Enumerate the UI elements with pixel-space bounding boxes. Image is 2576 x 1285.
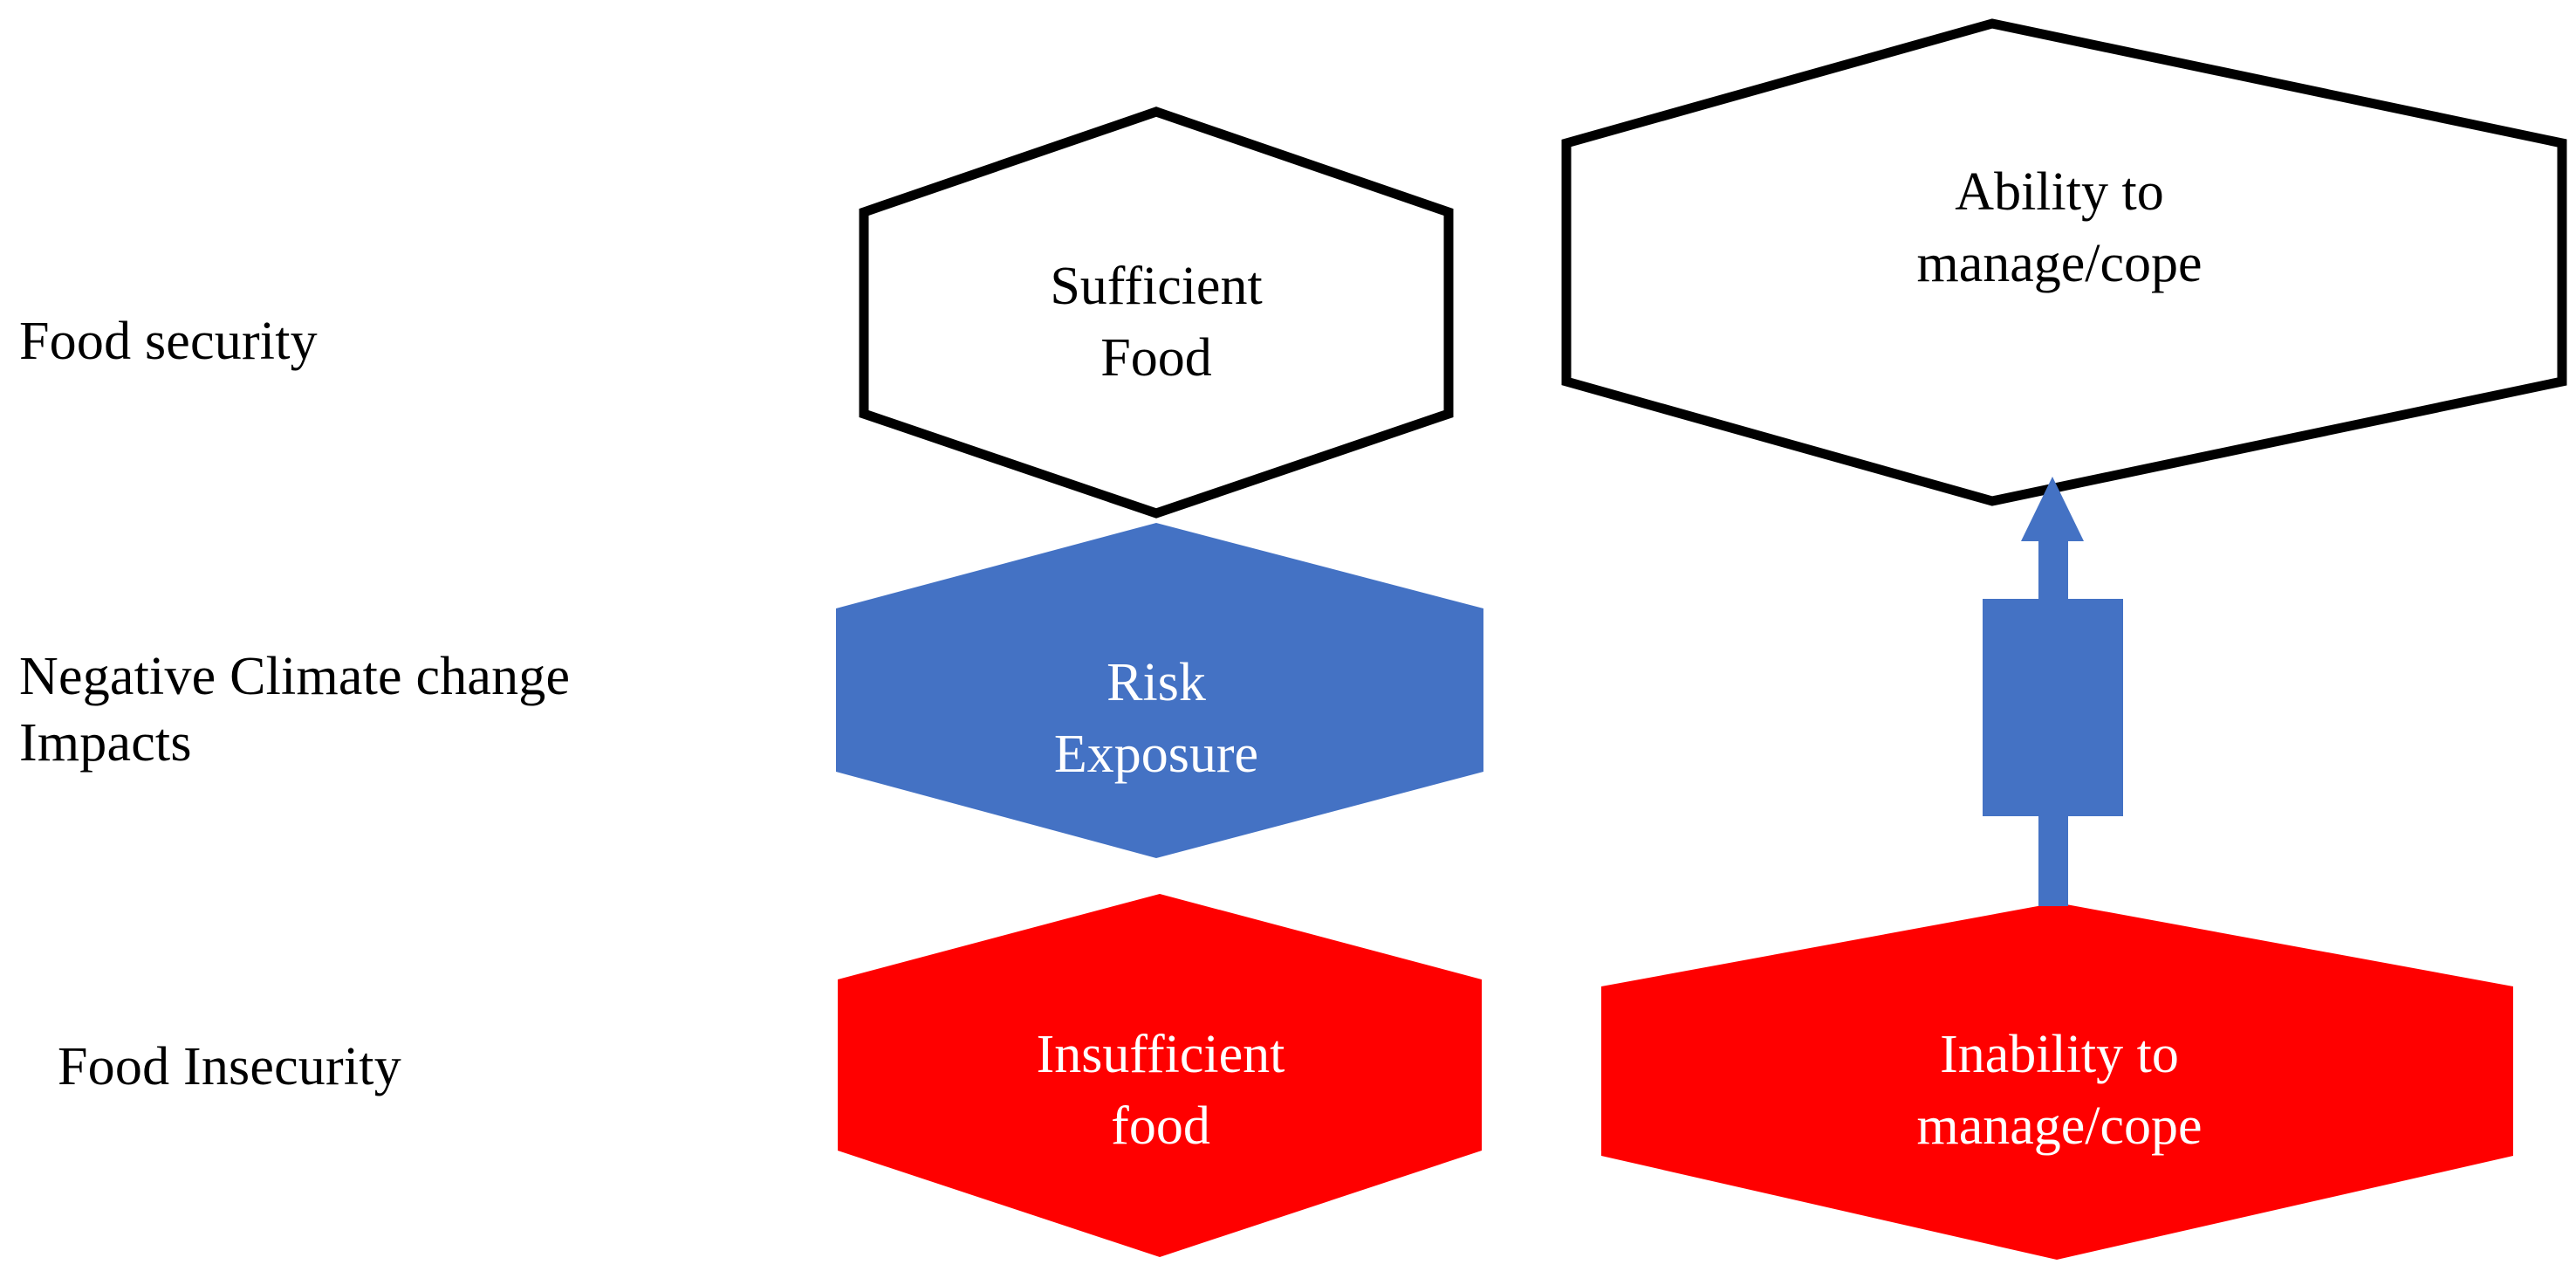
row-label-food-security: Food security xyxy=(19,312,318,371)
arrow-center-block xyxy=(1983,599,2123,816)
hexagon-ability-to-manage[interactable] xyxy=(1561,18,2567,506)
coping-arrow-icon[interactable] xyxy=(1983,477,2123,906)
row-label-food-insecurity: Food Insecurity xyxy=(58,1037,401,1096)
hexagon-inability-to-manage[interactable] xyxy=(1601,903,2513,1260)
hexagon-risk-exposure[interactable] xyxy=(836,523,1483,858)
hexagon-insufficient-food[interactable] xyxy=(838,894,1482,1257)
row-label-climate-impacts: Negative Climate change Impacts xyxy=(19,647,571,773)
hexagon-sufficient-food[interactable] xyxy=(859,107,1454,519)
